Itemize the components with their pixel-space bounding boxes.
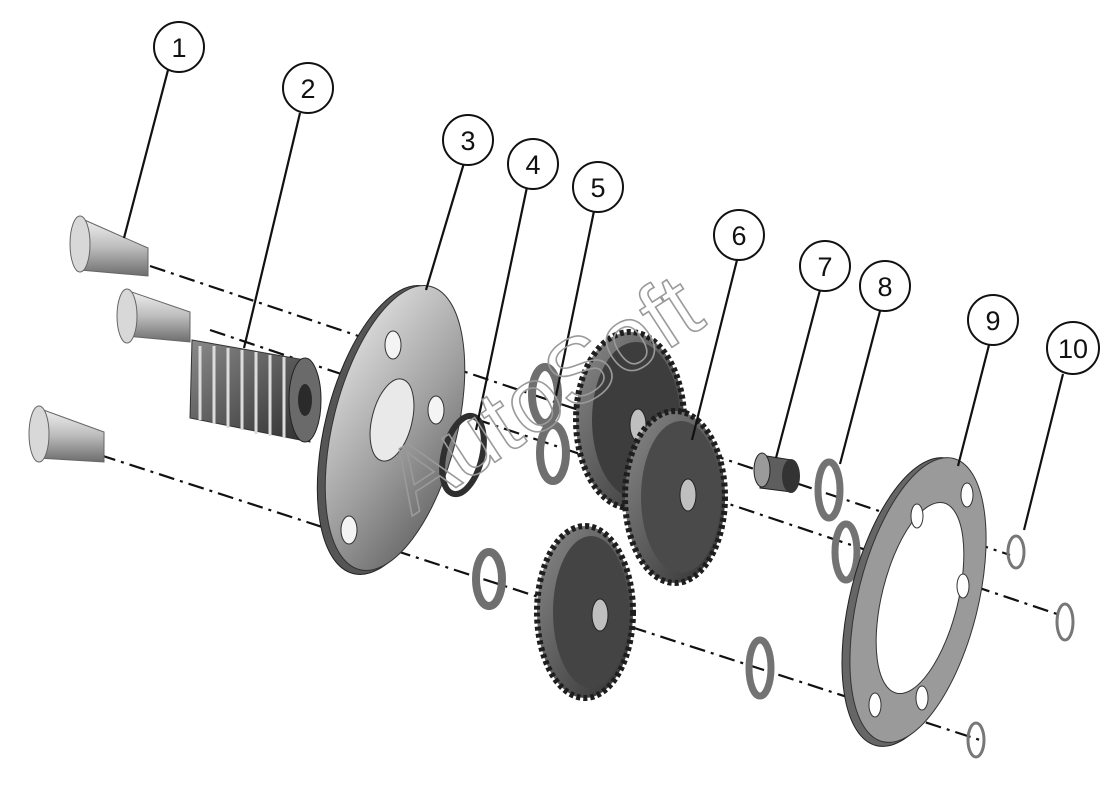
planet-gear-part-6-middle bbox=[622, 408, 728, 586]
callout-9-label: 9 bbox=[985, 306, 1000, 336]
callout-2-label: 2 bbox=[300, 74, 315, 104]
washer-part-5-bottom bbox=[472, 548, 506, 610]
splined-shaft-part-2 bbox=[189, 339, 322, 443]
callout-10: 10 bbox=[1046, 321, 1100, 375]
snap-ring-part-4 bbox=[439, 412, 487, 498]
callout-8: 8 bbox=[859, 260, 911, 312]
washer-part-5-mid bbox=[536, 421, 570, 485]
callout-2: 2 bbox=[282, 62, 334, 114]
bushing-part-7 bbox=[753, 452, 800, 493]
planet-gear-part-6-bottom bbox=[534, 523, 636, 701]
callout-3-label: 3 bbox=[460, 126, 475, 156]
pin-part-1-middle bbox=[116, 288, 191, 344]
pin-part-1-top bbox=[69, 215, 149, 277]
callout-4-label: 4 bbox=[525, 150, 540, 180]
circlip-part-10-bottom bbox=[966, 721, 986, 759]
callout-5-label: 5 bbox=[590, 173, 605, 203]
callout-7-label: 7 bbox=[817, 252, 832, 282]
callout-1: 1 bbox=[153, 21, 205, 73]
thrust-plate-part-9 bbox=[841, 457, 987, 747]
callout-6: 6 bbox=[713, 209, 765, 261]
callout-10-label: 10 bbox=[1058, 334, 1088, 364]
callout-7: 7 bbox=[799, 240, 851, 292]
callout-4: 4 bbox=[507, 138, 559, 190]
washer-part-8-mid bbox=[831, 520, 861, 584]
callout-3: 3 bbox=[442, 114, 494, 166]
circlip-part-10-top bbox=[1006, 534, 1026, 570]
callout-8-label: 8 bbox=[877, 272, 892, 302]
washer-part-5-top bbox=[528, 363, 562, 427]
callout-5: 5 bbox=[572, 161, 624, 213]
circlip-part-10-mid bbox=[1055, 602, 1075, 642]
pin-part-1-bottom bbox=[28, 405, 105, 463]
leader-lines bbox=[122, 69, 1065, 531]
washer-part-8-top bbox=[814, 458, 844, 522]
washer-part-8-bottom bbox=[745, 636, 775, 700]
callout-1-label: 1 bbox=[171, 33, 186, 63]
carrier-plate-part-3 bbox=[316, 285, 466, 575]
callout-6-label: 6 bbox=[731, 221, 746, 251]
callout-9: 9 bbox=[967, 294, 1019, 346]
